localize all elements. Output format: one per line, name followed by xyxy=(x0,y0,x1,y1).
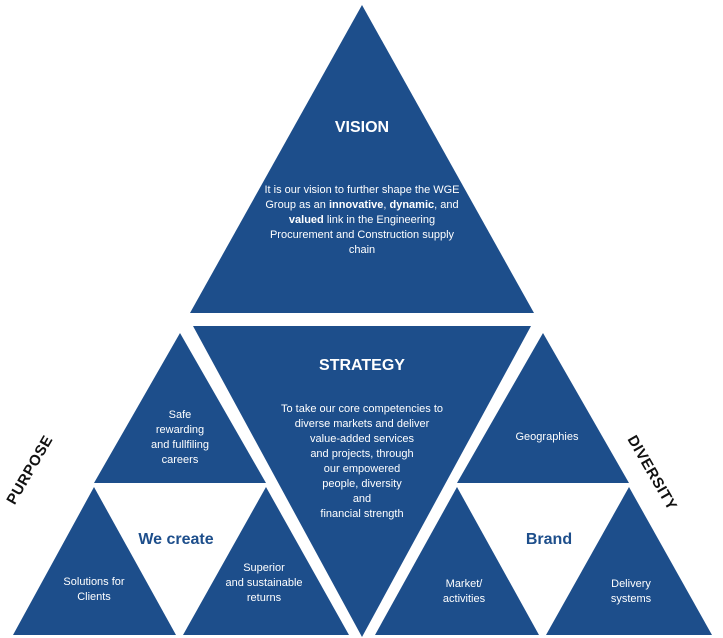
diversity-right-line: systems xyxy=(610,593,652,605)
strategy-line: and projects, through xyxy=(310,448,414,460)
purpose-right-triangle xyxy=(183,487,349,635)
strategy-line: value-added services xyxy=(310,433,414,445)
strategy-line: To take our core competencies to xyxy=(280,403,444,415)
diversity-left-line: activities xyxy=(442,593,486,605)
strategy-line: financial strength xyxy=(320,508,404,520)
vision-bold-innovative: innovative xyxy=(328,199,384,211)
vision-triangle xyxy=(190,5,534,313)
diversity-top-text: Geographies xyxy=(487,430,607,445)
purpose-right-text: Superior and sustainable returns xyxy=(204,561,324,606)
strategy-line: and xyxy=(352,493,372,505)
vision-text-part: , and xyxy=(434,199,459,211)
strategy-triangle xyxy=(193,326,531,637)
diversity-right-text: Delivery systems xyxy=(571,577,691,607)
purpose-top-line: careers xyxy=(161,454,199,466)
strategy-line: diverse markets and deliver xyxy=(294,418,430,430)
vision-text-part: , xyxy=(383,199,390,211)
diversity-center-label: Brand xyxy=(525,531,573,548)
strategy-text: To take our core competencies to diverse… xyxy=(247,402,477,522)
purpose-left-line: Solutions for xyxy=(63,576,125,588)
purpose-left-line: Clients xyxy=(77,591,111,603)
diversity-right-triangle xyxy=(546,487,712,635)
vision-text: It is our vision to further shape the WG… xyxy=(262,183,462,258)
strategy-title: STRATEGY xyxy=(319,357,405,374)
purpose-right-line: and sustainable xyxy=(225,577,303,589)
vision-bold-dynamic: dynamic xyxy=(389,199,435,211)
vision-text-part: link in the Engineering Procurement and … xyxy=(269,214,455,256)
vision-title: VISION xyxy=(334,119,390,136)
diversity-top-triangle xyxy=(457,333,629,483)
purpose-top-line: rewarding xyxy=(155,424,205,436)
diversity-left-triangle xyxy=(375,487,539,635)
purpose-right-line: Superior xyxy=(243,562,285,574)
diversity-left-text: Market/ activities xyxy=(404,577,524,607)
purpose-center-label: We create xyxy=(138,531,214,548)
purpose-left-triangle xyxy=(13,487,176,635)
purpose-top-line: and fullfiling xyxy=(150,439,210,451)
diversity-right-line: Delivery xyxy=(611,578,651,590)
strategy-line: our empowered xyxy=(323,463,401,475)
diversity-left-line: Market/ xyxy=(445,578,483,590)
purpose-right-line: returns xyxy=(246,592,282,604)
diversity-top-line: Geographies xyxy=(515,431,579,443)
vision-text-part: It is our vision to further shape the WG… xyxy=(264,184,460,211)
purpose-left-text: Solutions for Clients xyxy=(34,575,154,605)
purpose-top-triangle xyxy=(94,333,266,483)
purpose-top-line: Safe xyxy=(168,409,192,421)
vision-bold-valued: valued xyxy=(288,214,324,226)
purpose-top-text: Safe rewarding and fullfiling careers xyxy=(120,408,240,468)
strategy-line: people, diversity xyxy=(322,478,402,490)
